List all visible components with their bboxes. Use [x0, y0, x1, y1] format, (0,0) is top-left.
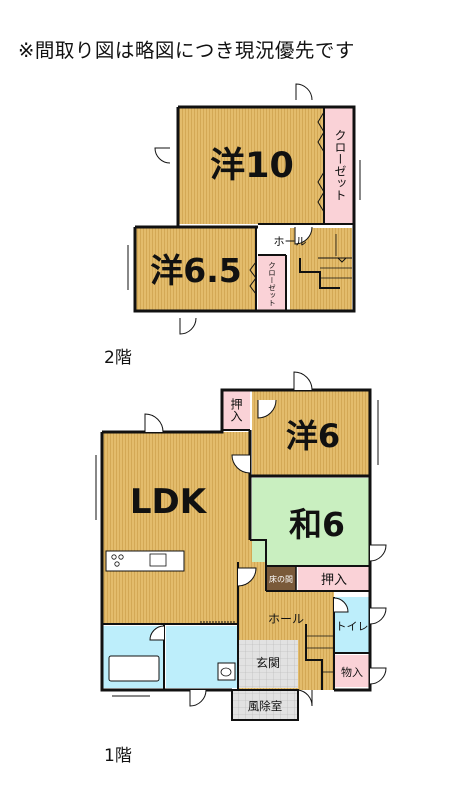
floor-2: 洋10 洋6.5 クローゼット クローゼット ホール: [127, 83, 361, 335]
room-label-western65: 洋6.5: [150, 251, 241, 290]
room-western65: [135, 227, 256, 311]
bathtub: [108, 655, 160, 682]
windbreak-label: 風除室: [248, 699, 283, 713]
genkan: [238, 640, 298, 688]
hall-label-1f: ホール: [268, 612, 304, 626]
closet-small: [258, 255, 286, 311]
closet-label-small: クローゼット: [267, 261, 276, 306]
tokonoma-label: 床の間: [269, 574, 293, 584]
storage: [334, 655, 370, 687]
room-label-japanese6: 和6: [289, 505, 345, 544]
disclaimer-note: ※間取り図は略図につき現況優先です: [18, 39, 355, 62]
wash-basin: [217, 662, 236, 681]
room-label-western6: 洋6: [286, 417, 340, 455]
oshiire-label: 押入: [321, 573, 347, 588]
oshiire-top-label: 押入: [229, 398, 243, 422]
kitchen-counter: [105, 550, 185, 572]
room-ldk: [102, 432, 266, 624]
windbreak-room: [232, 690, 298, 720]
closet-label-large: クローゼット: [333, 129, 347, 201]
genkan-label: 玄関: [256, 655, 280, 670]
floor-label-1f: 1階: [104, 746, 132, 766]
room-japanese6: [252, 478, 370, 566]
room-label-western10: 洋10: [210, 146, 294, 186]
room-western10: [178, 107, 324, 224]
toilet-label: トイレ: [336, 620, 369, 633]
oshiire: [298, 566, 370, 591]
tokonoma: [266, 566, 296, 591]
closet-large: [324, 107, 354, 224]
room-label-ldk: LDK: [130, 482, 208, 522]
floor-1: LDK 洋6 和6 押入 押入 床の間 ホール トイレ 玄関 物入 風除室: [95, 371, 387, 721]
floor-label-2f: 2階: [104, 348, 132, 368]
hall-label-2f: ホール: [274, 235, 307, 248]
storage-label: 物入: [341, 665, 363, 679]
oshiire-top: [222, 390, 250, 430]
